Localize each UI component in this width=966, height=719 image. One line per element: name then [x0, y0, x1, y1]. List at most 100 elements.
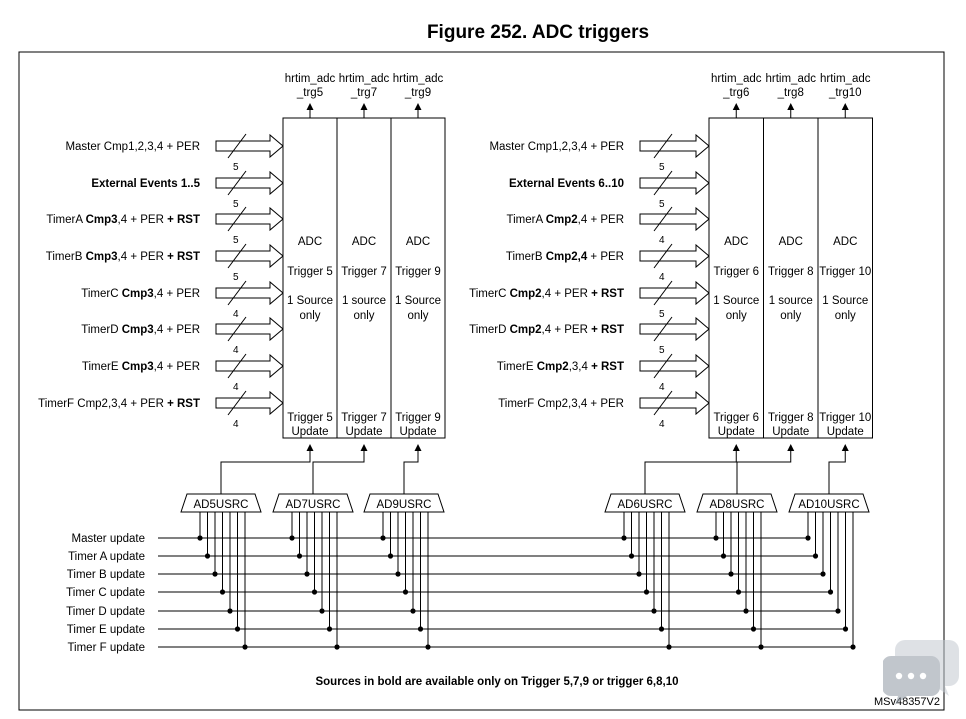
footnote: Sources in bold are available only on Tr… [315, 676, 678, 688]
block-source-label: only [353, 310, 374, 322]
input-label: TimerC Cmp2,4 + PER + RST [469, 288, 624, 300]
mux-trapezoid [272, 493, 354, 513]
output-signal-label: _trg8 [777, 87, 804, 99]
output-signal-label: _trg10 [828, 87, 862, 99]
mux-trapezoid [788, 493, 870, 513]
bus-slash-mark [227, 353, 247, 379]
output-signal-label: hrtim_adc [820, 73, 871, 85]
block-trigger-label: Trigger 10 [819, 266, 871, 278]
mux-output-arrow-head [787, 444, 795, 451]
wechat-chat-bubbles-icon [882, 634, 961, 712]
input-label-segment: TimerA [507, 214, 546, 226]
trigger-block [282, 117, 338, 439]
mux-output-line [828, 448, 846, 494]
bus-width-label: 4 [233, 419, 239, 430]
diagram-frame [18, 51, 945, 711]
bus-width-label: 5 [233, 162, 239, 173]
input-label: TimerD Cmp2,4 + PER + RST [469, 324, 624, 336]
input-label-segment: + RST [591, 324, 624, 336]
input-label-segment: TimerD [469, 324, 509, 336]
input-label-segment: TimerA [46, 214, 85, 226]
mux-output-arrow-head [841, 444, 849, 451]
update-source-label: Timer E update [67, 624, 145, 636]
block-source-label: only [726, 310, 747, 322]
mux-label: AD10USRC [798, 499, 859, 511]
update-source-label: Timer B update [67, 569, 145, 581]
bus-slash-mark [653, 170, 673, 196]
bus-slash-mark [653, 206, 673, 232]
input-label-segment: ,4 + PER [118, 251, 168, 263]
output-signal-label: hrtim_adc [339, 73, 390, 85]
output-arrow-head [414, 103, 422, 110]
bus-input-arrow [215, 353, 284, 379]
bus-slash-mark [227, 243, 247, 269]
input-label-segment: ,4 + PER [542, 288, 592, 300]
block-adc-label: ADC [406, 236, 430, 248]
input-label-segment: + RST [167, 398, 200, 410]
block-adc-label: ADC [833, 236, 857, 248]
output-signal-label: _trg7 [350, 87, 377, 99]
figure-title: Figure 252. ADC triggers [426, 22, 650, 43]
bus-width-label: 4 [659, 382, 665, 393]
update-source-label: Timer A update [68, 551, 145, 563]
output-signal-label: hrtim_adc [285, 73, 336, 85]
bus-input-arrow [215, 133, 284, 159]
bus-slash-mark [653, 280, 673, 306]
block-source-label: 1 Source [822, 295, 868, 307]
block-trigger-label: Trigger 6 [713, 266, 759, 278]
mux-output-arrow-head [732, 444, 740, 451]
block-trigger-label: Trigger 5 [287, 266, 333, 278]
block-update-label: Update [827, 426, 864, 438]
input-label: TimerF Cmp2,3,4 + PER + RST [38, 398, 200, 410]
input-label-segment: Cmp3 [86, 251, 118, 263]
bus-input-arrow [215, 243, 284, 269]
input-label-segment: TimerE [497, 361, 537, 373]
output-signal-label: _trg9 [404, 87, 431, 99]
bus-width-label: 5 [233, 235, 239, 246]
bus-input-arrow [215, 206, 284, 232]
block-source-label: 1 Source [713, 295, 759, 307]
block-adc-label: ADC [298, 236, 322, 248]
input-label-segment: + RST [591, 361, 624, 373]
input-label: TimerE Cmp3,4 + PER [82, 361, 200, 373]
output-signal-label: hrtim_adc [393, 73, 444, 85]
input-label-segment: + RST [167, 251, 200, 263]
block-source-label: only [780, 310, 801, 322]
output-arrow-head [841, 103, 849, 110]
block-source-label: 1 source [769, 295, 813, 307]
input-label: TimerF Cmp2,3,4 + PER [498, 398, 624, 410]
input-label-segment: TimerD [81, 324, 121, 336]
input-label-segment: External Events 6..10 [509, 178, 624, 190]
bus-slash-mark [653, 243, 673, 269]
block-update-label: Trigger 8 [768, 412, 814, 424]
block-update-label: Update [345, 426, 382, 438]
input-label-segment: Master Cmp1,2,3,4 + PER [489, 141, 624, 153]
bus-slash-mark [227, 390, 247, 416]
bus-input-arrow [215, 170, 284, 196]
mux-label: AD5USRC [194, 499, 249, 511]
mux-output-arrow-head [306, 444, 314, 451]
input-label-segment: Cmp2 [537, 361, 569, 373]
mux-label: AD8USRC [710, 499, 765, 511]
input-label-segment: ,4 + PER [578, 214, 624, 226]
bus-input-arrow [639, 353, 710, 379]
input-label-segment: TimerB [46, 251, 86, 263]
block-trigger-label: Trigger 8 [768, 266, 814, 278]
mux-trapezoid [363, 493, 445, 513]
bus-slash-mark [653, 353, 673, 379]
update-source-label: Master update [71, 533, 145, 545]
bus-width-label: 5 [659, 345, 665, 356]
mux-trapezoid [696, 493, 778, 513]
block-update-label: Update [718, 426, 755, 438]
update-source-label: Timer C update [66, 587, 145, 599]
block-adc-label: ADC [779, 236, 803, 248]
bus-width-label: 5 [659, 162, 665, 173]
mux-output-line [736, 448, 792, 494]
bus-input-arrow [639, 170, 710, 196]
bus-width-label: 5 [233, 199, 239, 210]
input-label-segment: Cmp2 [546, 214, 578, 226]
bus-width-label: 4 [233, 309, 239, 320]
bus-width-label: 5 [233, 272, 239, 283]
